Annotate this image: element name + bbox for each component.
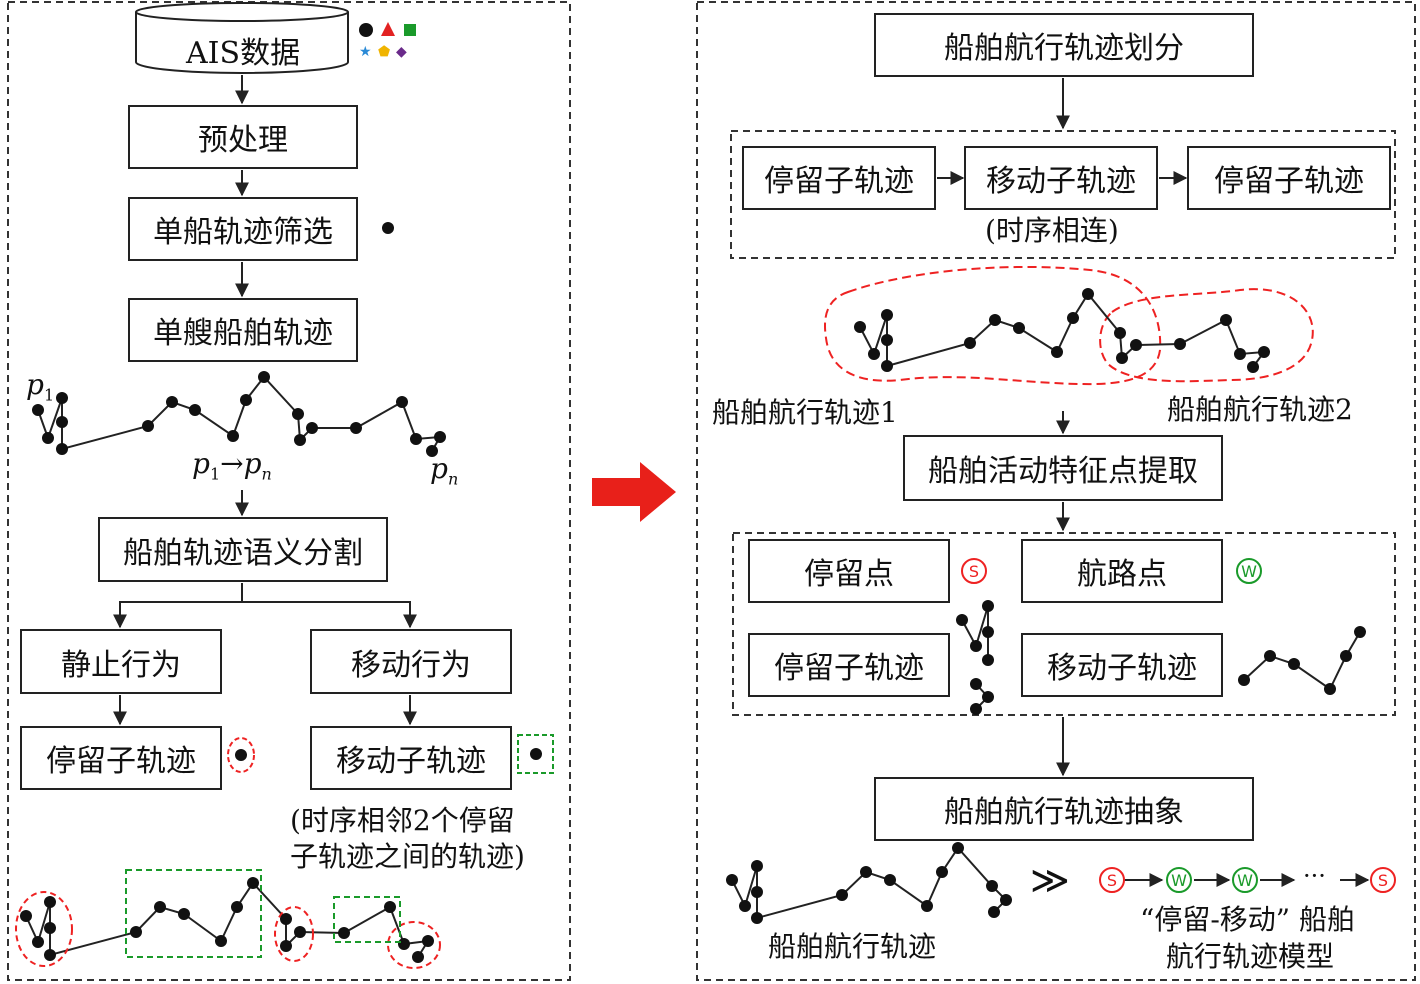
p1-start-subscript: 1 (209, 464, 221, 484)
preprocess-box: 预处理 (128, 105, 358, 169)
segmented-track (15, 869, 441, 969)
p1-letter: p (26, 368, 44, 401)
stay-subtrack-3-box: 停留子轨迹 (748, 633, 950, 697)
left-panel-border (7, 1, 571, 981)
right-panel-border (696, 1, 1416, 981)
track1-label: 船舶航行轨迹1 (712, 396, 898, 429)
move-note-line2: 子轨迹之间的轨迹) (290, 840, 525, 873)
pn-end-subscript: n (261, 464, 272, 484)
legend-shapes (359, 22, 416, 37)
pn-letter: p (430, 452, 448, 485)
stay-subtrack-1-box: 停留子轨迹 (742, 146, 936, 210)
move-subtrack-2-box: 移动子轨迹 (1021, 633, 1223, 697)
stay-subtrack-box: 停留子轨迹 (20, 726, 222, 790)
model-line1: “停留-移动” 船舶 (1140, 903, 1355, 936)
p1-start-letter: p (192, 447, 210, 480)
pn-subscript: n (447, 469, 459, 489)
chain-ellipsis: ··· (1303, 862, 1326, 890)
division-group-border (730, 130, 1396, 259)
abstraction-box: 船舶航行轨迹抽象 (874, 777, 1254, 841)
stay-mini-track (956, 600, 994, 715)
seq-note: (时序相连) (985, 214, 1119, 247)
p1-subscript: 1 (43, 385, 55, 405)
division-box: 船舶航行轨迹划分 (874, 13, 1254, 77)
single-track-box: 单艘船舶轨迹 (128, 298, 358, 362)
waypoint-w-icon: W (1236, 558, 1262, 584)
filter-dot-icon (382, 222, 394, 234)
p-arrow: → (220, 447, 244, 480)
diamond-icon: ◆ (396, 44, 407, 60)
chain-s-start-icon: S (1099, 867, 1125, 893)
moving-behavior-box: 移动行为 (310, 629, 512, 694)
transition-arrow-icon (592, 462, 676, 522)
gt-symbol: ≫ (1030, 858, 1070, 902)
move-mini-track (1238, 626, 1366, 695)
ais-database-icon (135, 2, 349, 74)
model-line2: 航行轨迹模型 (1166, 940, 1335, 973)
feature-extract-box: 船舶活动特征点提取 (903, 435, 1223, 501)
move-note-line1: (时序相邻2个停留 (290, 804, 515, 837)
static-behavior-box: 静止行为 (20, 629, 222, 694)
track2-label: 船舶航行轨迹2 (1167, 393, 1353, 426)
filter-box: 单船轨迹筛选 (128, 197, 358, 261)
right-flow-arrows (937, 78, 1188, 777)
stop-point-box: 停留点 (748, 539, 950, 603)
p1-label: p1 (26, 368, 54, 405)
feature-group-border (732, 532, 1396, 716)
stop-s-icon: S (961, 558, 987, 584)
pn-label: pn (430, 452, 458, 489)
single-ship-track (32, 371, 446, 457)
ais-data-label: AIS数据 (186, 36, 301, 71)
stay-marker-icon (227, 737, 255, 773)
stay-subtrack-2-box: 停留子轨迹 (1187, 146, 1391, 210)
star-icon: ★ (359, 44, 372, 60)
trajectory-pair (824, 265, 1314, 386)
pentagon-icon: ⬟ (378, 44, 391, 60)
waypoint-box: 航路点 (1021, 539, 1223, 603)
abstraction-track (726, 842, 1012, 924)
track-label: 船舶航行轨迹 (768, 930, 937, 963)
move-subtrack-box: 移动子轨迹 (310, 726, 512, 790)
chain-s-end-icon: S (1370, 867, 1396, 893)
left-flow-arrows (113, 75, 417, 726)
move-subtrack-box-right: 移动子轨迹 (964, 146, 1158, 210)
pn-end-letter: p (243, 447, 262, 480)
move-marker-icon (517, 734, 554, 774)
chain-w2-icon: W (1232, 867, 1258, 893)
segmentation-box: 船舶轨迹语义分割 (98, 517, 388, 582)
chain-w1-icon: W (1166, 867, 1192, 893)
p1-to-pn-label: p1→pn (192, 447, 272, 484)
